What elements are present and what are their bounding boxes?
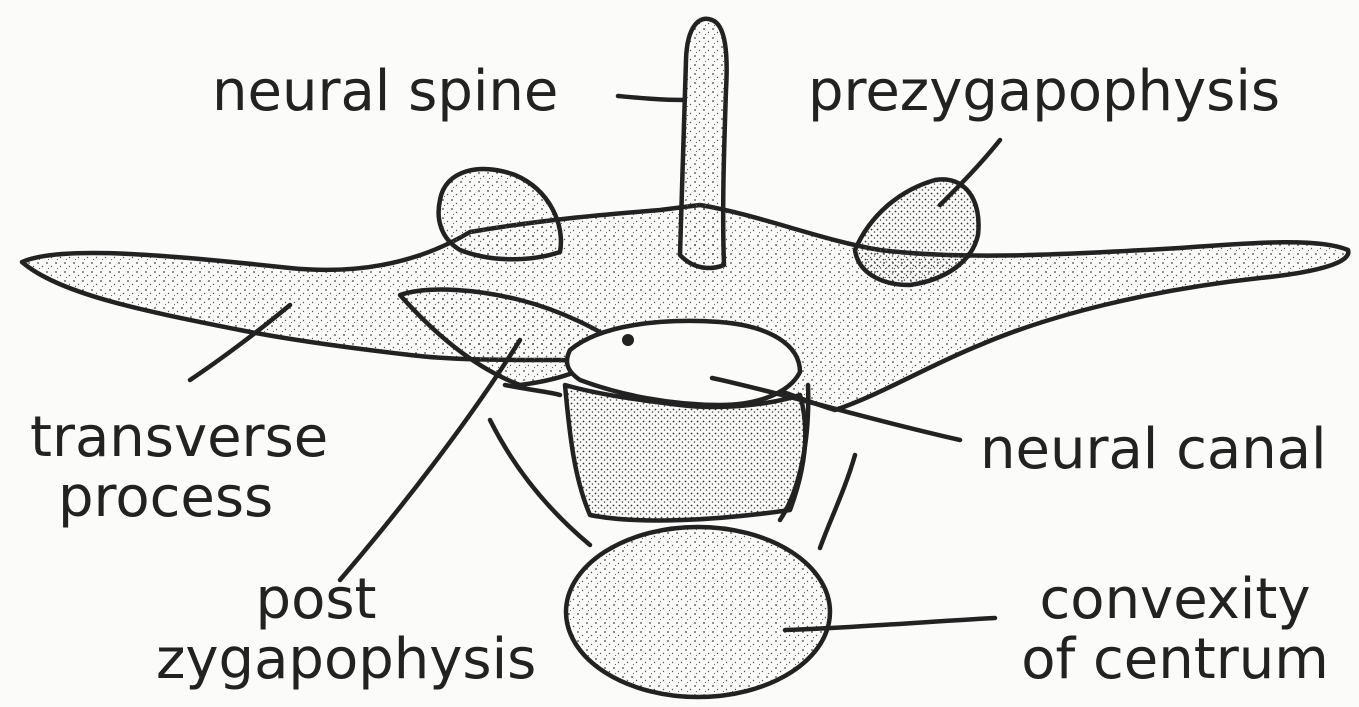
post-text: post bbox=[156, 570, 476, 630]
label-neural-spine: neural spine bbox=[212, 62, 558, 122]
label-prezygapophysis: prezygapophysis bbox=[808, 62, 1280, 122]
prezygapophysis-text: prezygapophysis bbox=[808, 62, 1280, 122]
process-text: process bbox=[30, 468, 328, 528]
label-post-zygapophysis: post zygapophysis bbox=[156, 570, 476, 690]
neural-canal-text: neural canal bbox=[980, 420, 1327, 480]
right-pedicle-line bbox=[820, 455, 855, 548]
centrum-convexity-shape bbox=[566, 527, 830, 697]
left-arch-line bbox=[505, 385, 560, 395]
neural-spine-pointer bbox=[618, 96, 684, 100]
neural-spine-shape bbox=[680, 19, 727, 268]
zygapophysis-text: zygapophysis bbox=[156, 630, 476, 690]
foramen-dot bbox=[622, 334, 634, 346]
of-centrum-text: of centrum bbox=[1010, 630, 1340, 690]
left-knob bbox=[439, 169, 561, 259]
neural-spine-text: neural spine bbox=[212, 62, 558, 122]
label-convexity-of-centrum: convexity of centrum bbox=[1010, 570, 1340, 690]
centrum-body bbox=[565, 385, 805, 520]
convexity-text: convexity bbox=[1010, 570, 1340, 630]
post-zygapophysis-pointer bbox=[340, 340, 520, 580]
transverse-text: transverse bbox=[30, 408, 328, 468]
label-neural-canal: neural canal bbox=[980, 420, 1327, 480]
label-transverse-process: transverse process bbox=[30, 408, 328, 528]
